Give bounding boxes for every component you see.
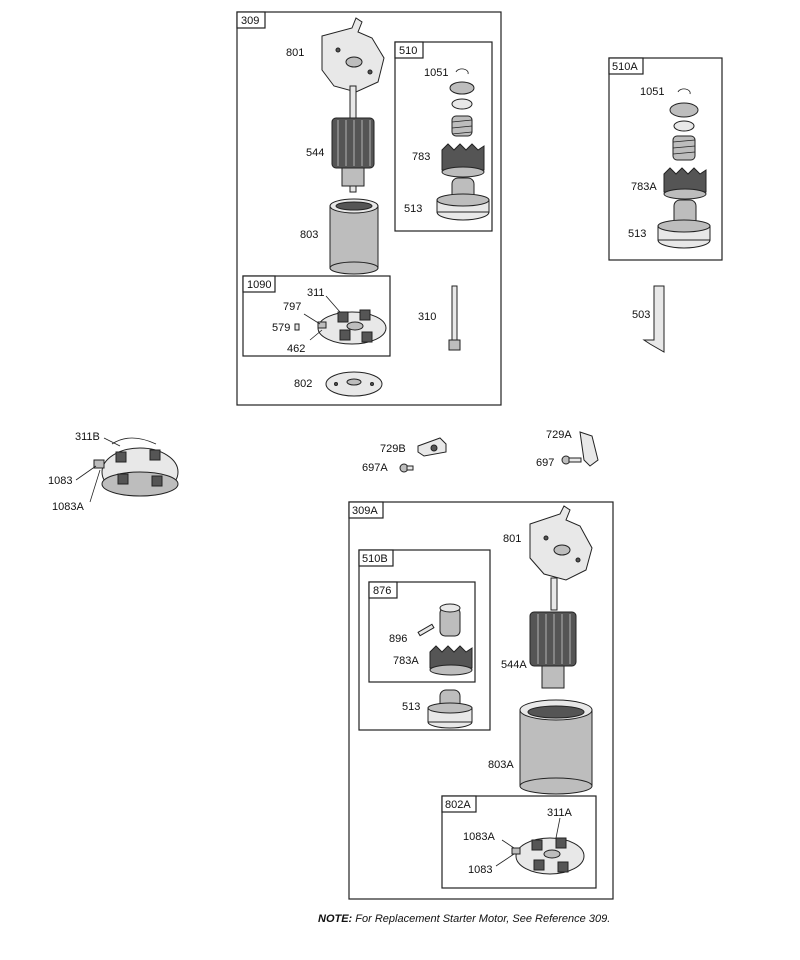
armature-544-part — [331, 85, 375, 193]
through-bolt-310-part — [448, 285, 461, 351]
group-510: 510 1051 783 513 — [394, 41, 493, 232]
label-513: 513 — [404, 203, 422, 215]
label-801: 801 — [286, 47, 304, 59]
note-prefix: NOTE: — [318, 913, 353, 925]
label-801-309A: 801 — [503, 533, 521, 545]
group-1090-tag: 1090 — [247, 279, 271, 291]
group-876-tag: 876 — [373, 585, 391, 597]
drive-513-part — [657, 199, 711, 249]
washer-part — [669, 102, 699, 118]
label-1051-510A: 1051 — [640, 86, 664, 98]
label-311A: 311A — [547, 807, 573, 819]
bracket-729B-part — [417, 437, 447, 457]
pin-896-part — [417, 623, 435, 637]
group-309A-tag: 309A — [352, 505, 378, 517]
group-309A: 309A 801 544A 803A — [348, 501, 614, 900]
label-1083A-802A: 1083A — [463, 831, 495, 843]
label-513-510B: 513 — [402, 701, 420, 713]
label-1051: 1051 — [424, 67, 448, 79]
label-579: 579 — [272, 322, 290, 334]
label-729B: 729B — [380, 443, 406, 455]
group-802A: 802A 311A 1083A 1083 — [441, 795, 597, 889]
screw-697-part — [561, 455, 582, 465]
label-697A: 697A — [362, 462, 388, 474]
bracket-729A-part — [579, 431, 599, 467]
housing-803A-part — [519, 699, 593, 795]
label-1083: 1083 — [48, 475, 72, 487]
label-544A: 544A — [501, 659, 527, 671]
end-cap-801-part — [529, 505, 593, 581]
pinion-gear-783A-part — [429, 645, 473, 676]
housing-803-part — [329, 198, 379, 275]
screw-697A-part — [399, 463, 414, 473]
group-309-tag: 309 — [241, 15, 259, 27]
group-802A-tag: 802A — [445, 799, 471, 811]
group-510B: 510B 876 896 783A — [358, 549, 491, 731]
spacer-part — [451, 98, 473, 110]
group-309: 309 801 544 803 — [236, 11, 502, 406]
brush-assembly-311B-part — [93, 437, 179, 497]
group-1090: 1090 311 797 579 462 — [242, 275, 391, 357]
retaining-ring-1051-part — [455, 68, 469, 75]
end-cap-801-part — [321, 17, 385, 93]
label-1083-802A: 1083 — [468, 864, 492, 876]
brush-plate-part — [511, 837, 585, 875]
group-510A: 510A 1051 783A 513 — [608, 57, 723, 261]
pinion-gear-783A-part — [663, 167, 707, 200]
label-783A-876: 783A — [393, 655, 419, 667]
note-text: For Replacement Starter Motor, See Refer… — [352, 913, 611, 925]
drive-sleeve-part — [439, 603, 461, 637]
group-876: 876 896 783A — [368, 581, 476, 683]
washer-part — [449, 81, 475, 95]
label-803: 803 — [300, 229, 318, 241]
spring-part — [451, 115, 473, 137]
pinion-gear-783-part — [441, 143, 485, 178]
label-311: 311 — [307, 287, 325, 299]
label-513-510A: 513 — [628, 228, 646, 240]
replacement-note: NOTE: For Replacement Starter Motor, See… — [318, 913, 610, 925]
label-896: 896 — [389, 633, 407, 645]
group-510A-tag: 510A — [612, 61, 638, 73]
label-462: 462 — [287, 343, 305, 355]
label-544: 544 — [306, 147, 324, 159]
spacer-part — [673, 120, 695, 132]
drive-513-part — [436, 177, 490, 221]
label-310: 310 — [418, 311, 436, 323]
gasket-802-part — [325, 371, 383, 397]
label-311B: 311B — [75, 431, 100, 443]
label-729A: 729A — [546, 429, 572, 441]
label-803A: 803A — [488, 759, 514, 771]
label-797: 797 — [283, 301, 301, 313]
group-510B-tag: 510B — [362, 553, 388, 565]
label-783: 783 — [412, 151, 430, 163]
retaining-ring-part — [677, 88, 691, 95]
armature-544A-part — [529, 577, 577, 689]
clip-579-part — [294, 323, 300, 331]
brush-plate-part — [317, 309, 387, 345]
group-510-tag: 510 — [399, 45, 417, 57]
drive-513-part — [427, 689, 473, 729]
spring-part — [672, 135, 696, 161]
label-697: 697 — [536, 457, 554, 469]
label-1083A: 1083A — [52, 501, 84, 513]
clip-503-part — [642, 285, 665, 353]
label-783A: 783A — [631, 181, 657, 193]
label-802: 802 — [294, 378, 312, 390]
label-503: 503 — [632, 309, 650, 321]
